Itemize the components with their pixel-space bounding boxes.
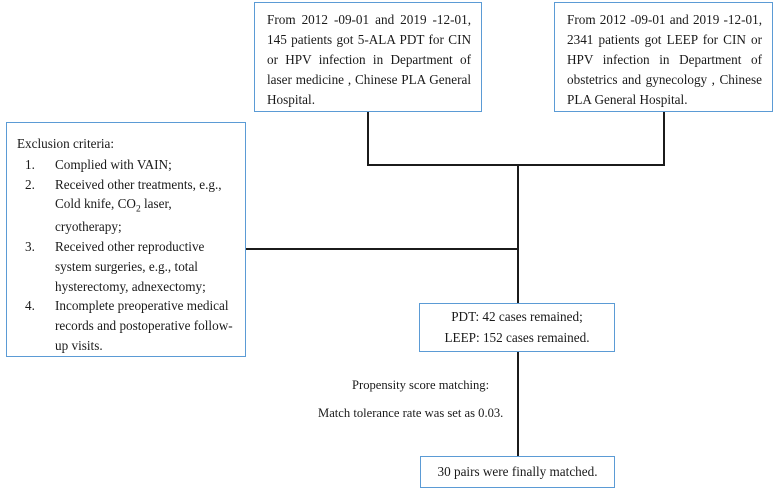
list-item-number: 1. (25, 156, 35, 172)
pdt-source-text: From 2012 -09-01 and 2019 -12-01, 145 pa… (267, 12, 471, 108)
list-item-number: 4. (25, 298, 35, 314)
leep-source-text: From 2012 -09-01 and 2019 -12-01, 2341 p… (567, 12, 762, 108)
box-pdt-source: From 2012 -09-01 and 2019 -12-01, 145 pa… (254, 2, 482, 112)
box-final-matched-pairs: 30 pairs were finally matched. (420, 456, 615, 488)
connector-center-to-remaining (517, 248, 519, 304)
list-item: 3. Received other reproductive system su… (17, 237, 237, 296)
box-exclusion-criteria: Exclusion criteria: 1. Complied with VAI… (6, 122, 246, 357)
list-item-text: Complied with VAIN; (55, 156, 172, 172)
connector-center-upper (517, 164, 519, 250)
remaining-pdt-line: PDT: 42 cases remained; (451, 309, 583, 325)
exclusion-title: Exclusion criteria: (17, 136, 115, 151)
connector-remaining-to-final (517, 351, 519, 457)
final-matched-text: 30 pairs were finally matched. (437, 464, 598, 479)
annotation-propensity-score-matching: Propensity score matching: (352, 378, 490, 392)
list-item: 4. Incomplete preoperative medical recor… (17, 296, 237, 355)
box-remaining-cases: PDT: 42 cases remained; LEEP: 152 cases … (419, 303, 615, 352)
list-item-number: 3. (25, 239, 35, 255)
list-item: 1. Complied with VAIN; (17, 155, 237, 175)
list-item-number: 2. (25, 176, 35, 192)
connector-leep-source-down (663, 112, 665, 166)
list-item-text: Incomplete preoperative medical records … (55, 298, 233, 354)
exclusion-list: 1. Complied with VAIN; 2. Received other… (17, 155, 237, 356)
list-item: 2. Received other treatments, e.g., Cold… (17, 175, 237, 237)
connector-exclusion-horizontal (246, 248, 519, 250)
list-item-text: Received other reproductive system surge… (55, 239, 206, 294)
connector-top-horizontal-join (367, 164, 665, 166)
list-item-text: Received other treatments, e.g., Cold kn… (55, 176, 222, 235)
remaining-leep-line: LEEP: 152 cases remained. (444, 329, 590, 345)
connector-pdt-source-down (367, 112, 369, 166)
box-leep-source: From 2012 -09-01 and 2019 -12-01, 2341 p… (554, 2, 773, 112)
annotation-match-tolerance: Match tolerance rate was set as 0.03. (318, 406, 504, 420)
subscript-two: 2 (135, 205, 141, 216)
